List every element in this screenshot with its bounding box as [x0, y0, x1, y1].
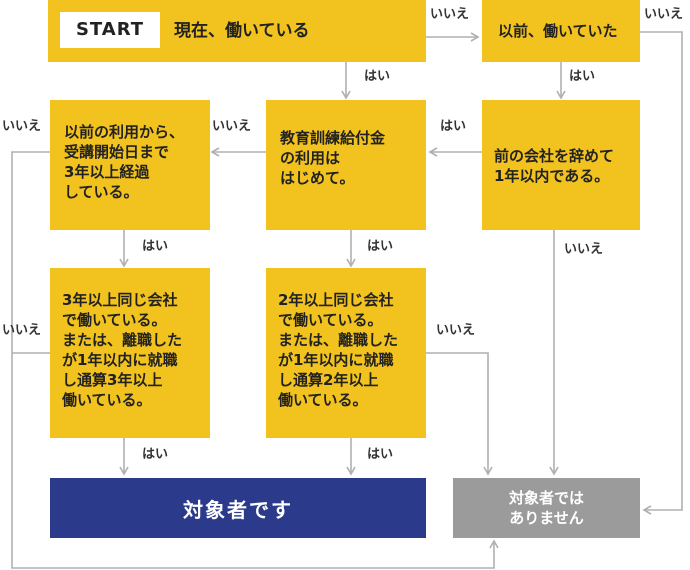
start-question-text: 現在、働いている	[174, 21, 310, 41]
two-years-same-text: 2年以上同じ会社 で働いている。 または、離職した が1年以内に就職 し通算2年…	[278, 291, 399, 409]
previously-working-text: 以前、働いていた	[498, 22, 618, 40]
three-years-since-text: 以前の利用から、 受講開始日まで 3年以上経過 している。	[64, 123, 185, 201]
label-quit-yes: はい	[440, 119, 467, 134]
label-first-no: いいえ	[212, 119, 252, 134]
three-years-same-box: 3年以上同じ会社 で働いている。 または、離職した が1年以内に就職 し通算3年…	[50, 268, 210, 438]
connector-since-no	[11, 151, 499, 569]
label-since-yes: はい	[142, 239, 169, 254]
quit-within-year-box: 前の会社を辞めて 1年以内である。	[482, 100, 640, 230]
label-first-yes: はい	[367, 239, 394, 254]
label-two-yes: はい	[367, 447, 394, 462]
not-eligible-result: 対象者では ありません	[453, 478, 640, 538]
previously-working-box: 以前、働いていた	[482, 0, 640, 62]
label-since-no: いいえ	[2, 119, 42, 134]
label-three-no: いいえ	[2, 323, 42, 338]
connector-two-no	[426, 352, 493, 476]
label-three-yes: はい	[142, 447, 169, 462]
label-two-no: いいえ	[436, 323, 476, 338]
three-years-same-text: 3年以上同じ会社 で働いている。 または、離職した が1年以内に就職 し通算3年…	[62, 291, 183, 409]
label-previous-no: いいえ	[644, 7, 684, 22]
label-start-yes: はい	[364, 69, 391, 84]
quit-within-year-text: 前の会社を辞めて 1年以内である。	[494, 147, 615, 185]
start-tag: START	[60, 12, 160, 48]
label-quit-no: いいえ	[564, 242, 604, 257]
first-time-benefit-text: 教育訓練給付金 の利用は はじめて。	[280, 129, 386, 187]
two-years-same-box: 2年以上同じ会社 で働いている。 または、離職した が1年以内に就職 し通算2年…	[266, 268, 426, 438]
first-time-benefit-box: 教育訓練給付金 の利用は はじめて。	[266, 100, 426, 230]
connector-previous-no	[640, 31, 683, 515]
label-start-no: いいえ	[430, 7, 470, 22]
eligible-result: 対象者です	[50, 478, 426, 538]
label-previous-yes: はい	[569, 69, 596, 84]
start-question-box: START 現在、働いている	[48, 0, 426, 62]
three-years-since-box: 以前の利用から、 受講開始日まで 3年以上経過 している。	[50, 100, 210, 230]
